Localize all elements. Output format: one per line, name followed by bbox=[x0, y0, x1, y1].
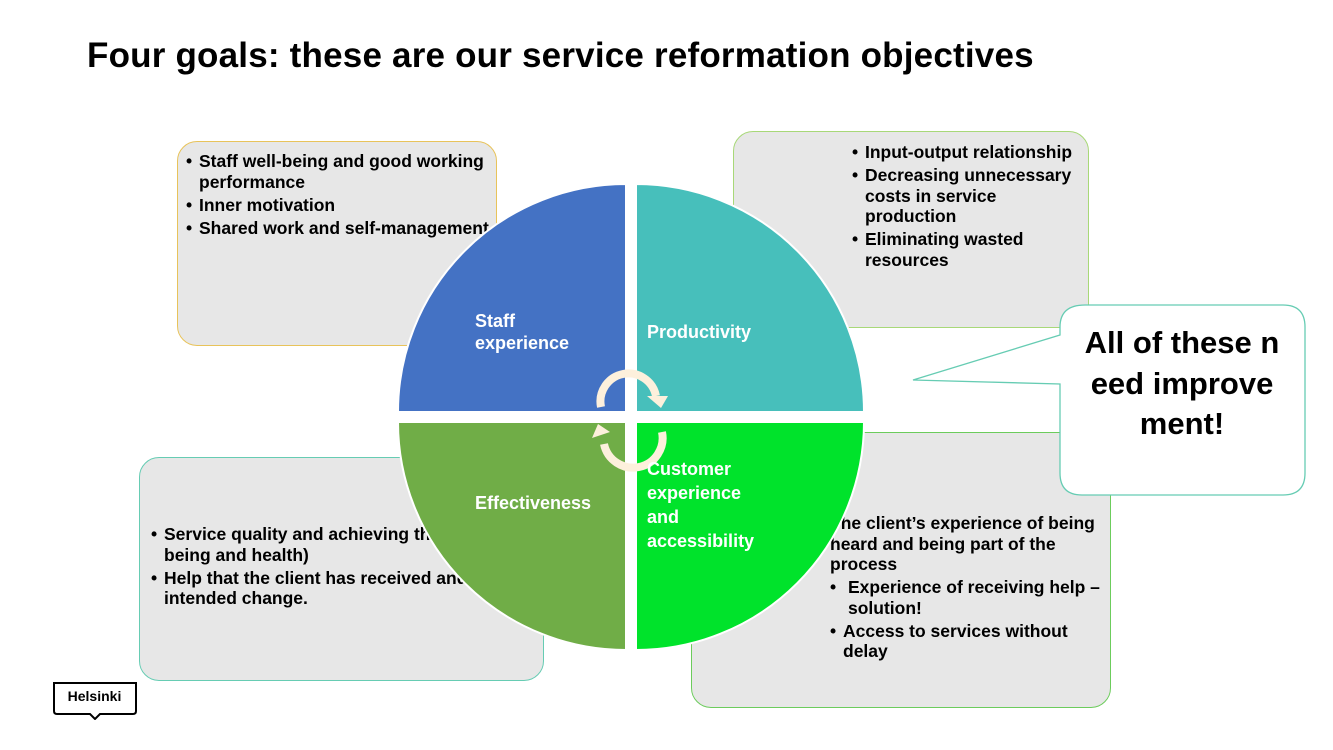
productivity-bullet-3: Eliminating wasted resources bbox=[852, 229, 1088, 270]
cycle-arrows-icon bbox=[596, 369, 667, 472]
helsinki-logo-text: Helsinki bbox=[67, 688, 122, 704]
customer-bullet-1: The client’s experience of being heard a… bbox=[830, 513, 1095, 574]
callout-text: All of these need improvement! bbox=[1084, 325, 1280, 441]
staff-experience-box: Staff well-being and good working perfor… bbox=[177, 141, 497, 346]
staff-bullet-2: Inner motivation bbox=[186, 195, 496, 216]
staff-experience-quadrant bbox=[396, 182, 627, 413]
staff-bullet-1: Staff well-being and good working perfor… bbox=[186, 151, 496, 192]
productivity-label: Productivity bbox=[647, 322, 751, 342]
productivity-bullet-1: Input-output relationship bbox=[852, 142, 1088, 163]
customer-label-line2: experience bbox=[647, 483, 741, 503]
callout-bubble bbox=[912, 304, 1306, 496]
productivity-bullet-2: Decreasing unnecessary costs in service … bbox=[852, 165, 1088, 227]
customer-experience-quadrant bbox=[635, 421, 866, 652]
customer-bullet-3: Access to services without delay bbox=[830, 621, 1110, 662]
arrowhead-right-icon bbox=[647, 396, 668, 408]
customer-label-line1: Customer bbox=[647, 459, 731, 479]
slide-title: Four goals: these are our service reform… bbox=[87, 36, 1034, 75]
effectiveness-quadrant bbox=[396, 421, 627, 652]
productivity-quadrant bbox=[635, 182, 866, 413]
staff-experience-label-line1: Staff bbox=[475, 311, 516, 331]
customer-label-line4: accessibility bbox=[647, 531, 754, 551]
productivity-box: Input-output relationship Decreasing unn… bbox=[733, 131, 1089, 328]
effectiveness-label: Effectiveness bbox=[475, 493, 591, 513]
customer-bullet-2: Experience of receiving help – solution! bbox=[830, 577, 1110, 618]
staff-bullet-3: Shared work and self-management bbox=[186, 218, 496, 239]
staff-experience-label-line2: experience bbox=[475, 333, 569, 353]
arrowhead-left-icon bbox=[592, 424, 610, 438]
effectiveness-bullet-2: Help that the client has received and th… bbox=[151, 568, 543, 609]
helsinki-logo bbox=[53, 682, 137, 720]
customer-label-line3: and bbox=[647, 507, 679, 527]
